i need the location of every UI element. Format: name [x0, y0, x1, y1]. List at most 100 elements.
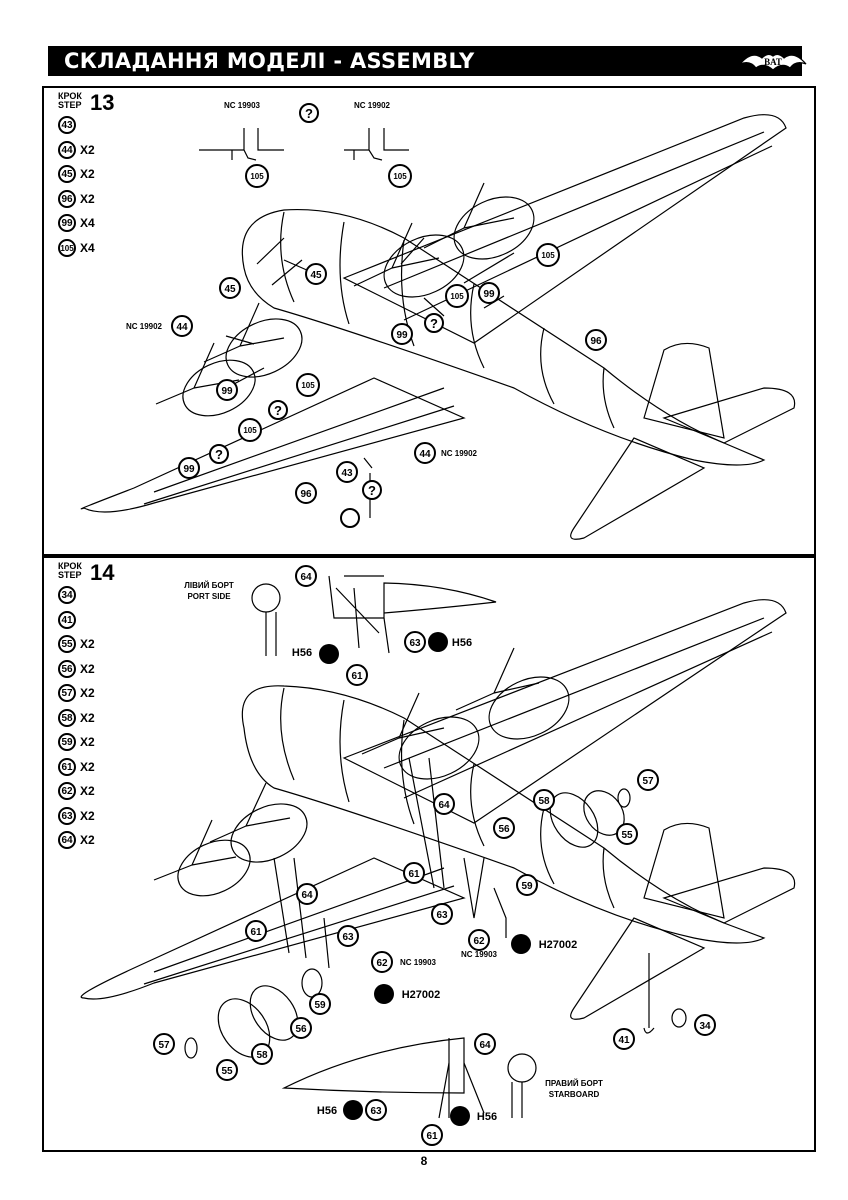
tail-wheel-strut — [643, 953, 655, 1034]
callout-61 — [403, 862, 425, 884]
engine-nacelle — [182, 359, 256, 417]
step-label-uk: КРОК — [58, 91, 82, 101]
question-mark: ? — [274, 403, 282, 418]
callout-55 — [216, 1059, 238, 1081]
variant-label-nc19903: NC 19903 — [224, 101, 261, 110]
variant-label-nc19902: NC 19902 — [441, 449, 478, 458]
section-title: СКЛАДАННЯ МОДЕЛІ - ASSEMBLY — [64, 49, 475, 73]
callout-56 — [493, 817, 515, 839]
callout-57 — [153, 1033, 175, 1055]
callout-57 — [637, 769, 659, 791]
paint-marker-icon — [428, 632, 448, 652]
callout-99 — [216, 379, 238, 401]
part-qty: X2 — [80, 142, 95, 157]
step-label-uk: КРОК — [58, 561, 82, 571]
part-number: 96 — [58, 189, 76, 208]
step-number: 13 — [90, 90, 115, 115]
port-side-label-uk: ЛІВИЙ БОРТ — [184, 581, 234, 590]
callout-62-label: 62 — [376, 958, 388, 969]
callout-58 — [533, 789, 555, 811]
wing-panel-lines — [143, 131, 773, 505]
part-qty: X2 — [80, 784, 95, 798]
step-label-en: STEP — [58, 570, 82, 580]
callout-34 — [694, 1014, 716, 1036]
propeller — [153, 819, 237, 881]
callout-64-label: 64 — [300, 572, 312, 583]
callout-105-label: 105 — [541, 251, 555, 260]
hub-59 — [301, 968, 323, 998]
callout-64-label: 64 — [301, 890, 313, 901]
callout-45-label: 45 — [224, 284, 236, 295]
callout-62-label: 62 — [473, 936, 485, 947]
fuselage-outline — [241, 685, 766, 944]
callout-105 — [296, 373, 320, 397]
paint-h56-label: H56 — [477, 1111, 497, 1123]
callout-55-label: 55 — [621, 830, 633, 841]
question-callout — [268, 400, 288, 420]
callout-99 — [478, 282, 500, 304]
step-13-heading: КРОК STEP 13 — [58, 91, 114, 114]
starboard-detail-strut — [511, 1082, 523, 1118]
starboard-stabilizer — [662, 387, 796, 444]
part-qty: X2 — [80, 833, 95, 847]
paint-h56-label: H56 — [317, 1105, 337, 1117]
question-callout — [209, 444, 229, 464]
callout-64-label: 64 — [438, 800, 450, 811]
propeller — [353, 222, 440, 287]
engine-nacelle — [398, 716, 480, 780]
vertical-stabilizer — [643, 822, 725, 919]
callout-61 — [245, 920, 267, 942]
callout-45 — [305, 263, 327, 285]
callout-59-label: 59 — [314, 1000, 326, 1011]
callout-64 — [295, 565, 317, 587]
question-callout — [299, 103, 319, 123]
callout-105 — [445, 284, 469, 308]
propeller — [361, 692, 445, 755]
paint-h56-label: H56 — [292, 647, 312, 659]
callout-96 — [585, 329, 607, 351]
callout-63 — [404, 631, 426, 653]
part-number: 62 — [58, 782, 76, 800]
detail-nc19902 — [344, 128, 409, 161]
callout-63-label: 63 — [436, 910, 448, 921]
vertical-stabilizer — [643, 342, 725, 439]
bat-logo: BAT — [739, 53, 807, 71]
starboard-label-en: STARBOARD — [549, 1090, 600, 1099]
callout-61-label: 61 — [351, 671, 363, 682]
paint-h27002-label: H27002 — [402, 989, 441, 1001]
callout-105 — [388, 164, 412, 188]
propeller — [423, 182, 515, 249]
engine-nacelle — [488, 676, 570, 740]
part-number: 63 — [58, 806, 76, 825]
question-mark: ? — [215, 447, 223, 462]
step-number: 14 — [90, 560, 115, 585]
callout-105-label: 105 — [250, 172, 264, 181]
page-number: 8 — [420, 1154, 428, 1168]
callout-44 — [414, 442, 436, 464]
callout-55 — [616, 823, 638, 845]
step-14-heading: КРОК STEP 14 — [58, 561, 114, 584]
part-qty: X2 — [80, 710, 95, 725]
detail-nc19903 — [199, 128, 284, 161]
part-number: 34 — [58, 586, 76, 604]
wheel-58 — [549, 792, 599, 848]
part-number: 58 — [58, 708, 76, 727]
port-detail-nacelle — [328, 575, 497, 619]
starboard-detail-nacelle — [281, 1037, 465, 1118]
paint-marker-icon — [511, 934, 531, 954]
callout-99 — [391, 323, 413, 345]
main-gear-right — [408, 757, 485, 919]
step-label-en: STEP — [58, 100, 82, 110]
callout-45-label: 45 — [310, 270, 322, 281]
callout-61-label: 61 — [426, 1131, 438, 1142]
port-wing — [80, 377, 466, 513]
starboard-label-uk: ПРАВИЙ БОРТ — [545, 1079, 603, 1088]
callout-105 — [238, 418, 262, 442]
tail-wheel-34 — [671, 1008, 687, 1028]
part-qty: X2 — [80, 735, 95, 749]
part-qty: X2 — [80, 661, 95, 676]
part-number: 55 — [58, 635, 76, 653]
part-number: 43 — [58, 116, 76, 134]
part-qty: X2 — [80, 759, 95, 774]
